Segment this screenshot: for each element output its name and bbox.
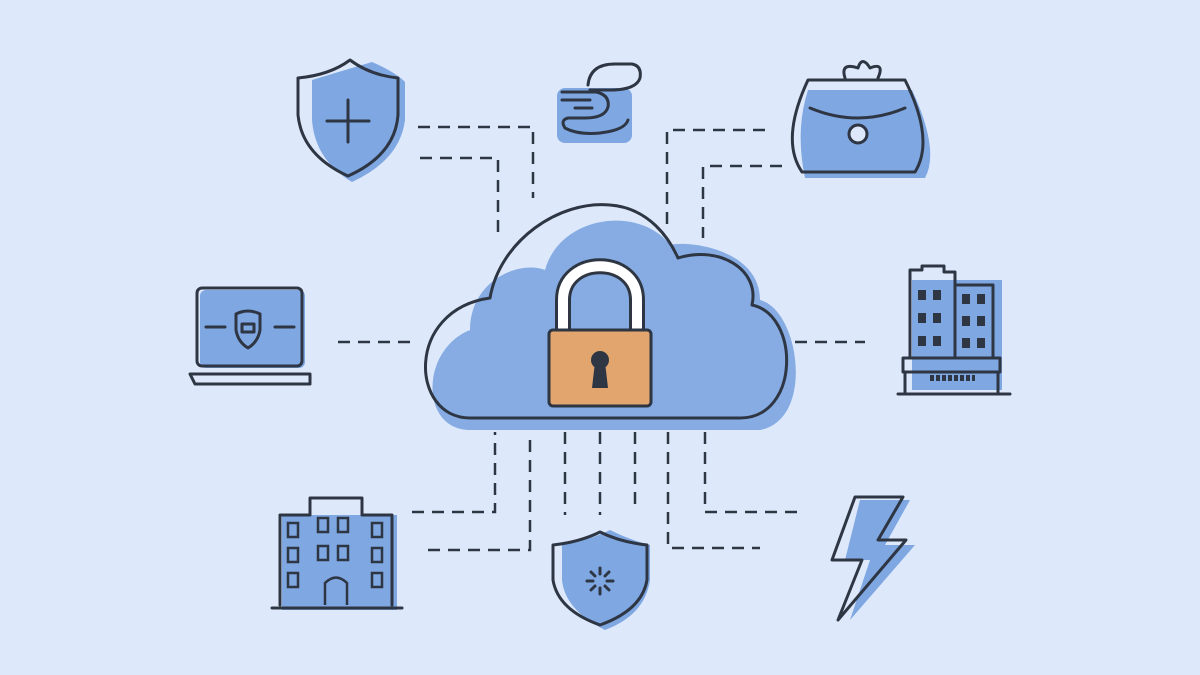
lightning-bolt-icon <box>830 495 915 622</box>
laptop-shield-icon <box>188 286 312 386</box>
data-transfer-icon <box>557 62 642 143</box>
shield-spark-icon <box>551 530 650 630</box>
cloud-icon <box>424 203 796 430</box>
shield-plus-icon <box>296 58 405 182</box>
city-building-icon <box>896 264 1012 396</box>
padlock-icon <box>547 258 653 408</box>
office-building-icon <box>270 496 404 610</box>
dashed-connectors <box>338 125 865 552</box>
purse-icon <box>790 60 931 178</box>
